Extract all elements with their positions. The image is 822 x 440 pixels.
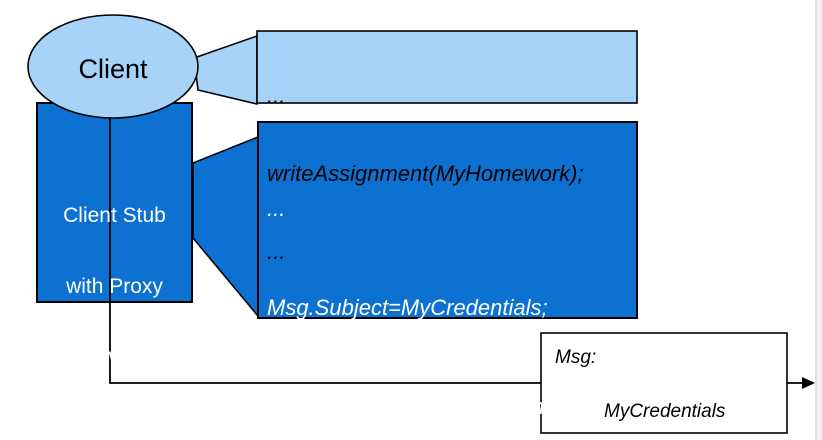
code-line: ... [267, 83, 286, 108]
client-label: Client [78, 54, 148, 84]
marshal-callout-tail [192, 135, 259, 319]
message-field: MyCredentials [604, 401, 726, 422]
message-box-fields: MyCredentials writeAssignment_Id MyHomew… [604, 344, 770, 440]
code-line: Msg.Method_Id=writeAssignment_Id; [267, 394, 630, 419]
code-line: writeAssignment(MyHomework); [267, 161, 584, 186]
client-ellipse [27, 14, 199, 119]
stub-label-line: with Proxy [66, 274, 163, 298]
call-callout-box [256, 30, 638, 104]
message-box [540, 332, 788, 434]
stub-label-line: Client Stub [63, 204, 166, 227]
client-stub-label: Client Stub with Proxy (here without PEP… [37, 157, 192, 440]
message-box-label: Msg: [555, 347, 597, 368]
code-line: ... [267, 196, 286, 221]
code-line: ... [267, 239, 286, 264]
window-right-edge [815, 0, 822, 440]
call-code-text: ... writeAssignment(MyHomework); ... [267, 31, 584, 317]
client-stub-box [36, 102, 193, 303]
stub-label-line: PEP and PDP) [45, 415, 184, 439]
marshal-code-text: ... Msg.Subject=MyCredentials; Msg.Metho… [267, 126, 630, 440]
stub-label-line: (here without [53, 345, 176, 368]
arrow-head-icon [802, 377, 815, 389]
code-line: Msg.Subject=MyCredentials; [267, 295, 548, 320]
call-callout-tail [193, 34, 258, 106]
marshal-callout-box [257, 121, 638, 319]
